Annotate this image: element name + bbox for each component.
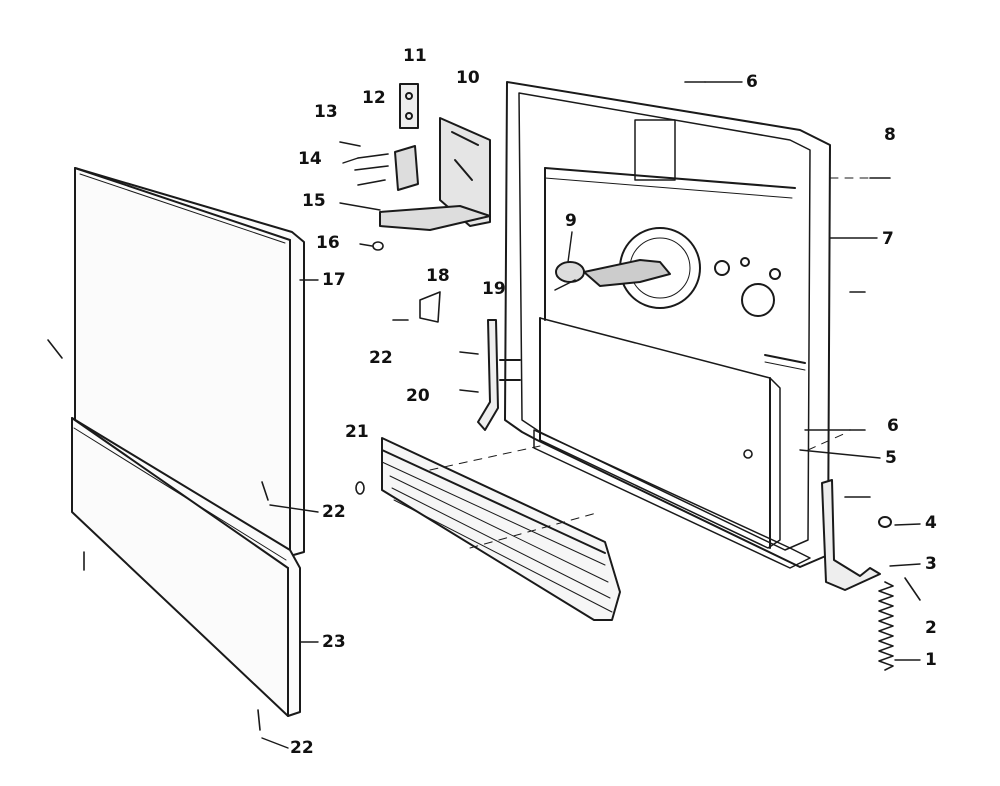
part-label-19: 19 — [482, 279, 506, 299]
detergent-dispenser-mechanism — [554, 259, 671, 291]
part-label-17: 17 — [322, 270, 346, 290]
part-label-3: 3 — [925, 554, 937, 574]
part-label-9: 9 — [565, 211, 577, 231]
part-label-6-lower: 6 — [887, 416, 899, 436]
inner-door-liner — [504, 81, 831, 569]
leader-lines — [261, 81, 921, 749]
part-label-2: 2 — [925, 618, 937, 638]
part-label-7: 7 — [882, 229, 894, 249]
door-trim-strip — [381, 437, 621, 621]
outer-door-panel-lower — [71, 417, 301, 717]
part-label-13: 13 — [314, 102, 338, 122]
part-label-5: 5 — [885, 448, 897, 468]
part-label-18: 18 — [426, 266, 450, 286]
part-label-14: 14 — [298, 149, 322, 169]
part-label-6-upper: 6 — [746, 72, 758, 92]
door-hinge-bracket — [477, 319, 521, 431]
part-label-22-upper: 22 — [369, 348, 393, 368]
part-label-15: 15 — [302, 191, 326, 211]
fasteners — [47, 81, 921, 731]
part-label-23: 23 — [322, 632, 346, 652]
part-label-21: 21 — [345, 422, 369, 442]
part-label-1: 1 — [925, 650, 937, 670]
part-label-22-middle: 22 — [322, 502, 346, 522]
latch-assembly — [379, 83, 491, 231]
part-label-20: 20 — [406, 386, 430, 406]
part-label-11: 11 — [403, 46, 427, 66]
part-label-12: 12 — [362, 88, 386, 108]
assembly-guide-lines — [429, 177, 871, 549]
part-label-8: 8 — [884, 125, 896, 145]
part-label-4: 4 — [925, 513, 937, 533]
door-spring-assembly — [821, 479, 894, 671]
part-label-22-lower: 22 — [290, 738, 314, 758]
part-label-16: 16 — [316, 233, 340, 253]
part-label-10: 10 — [456, 68, 480, 88]
